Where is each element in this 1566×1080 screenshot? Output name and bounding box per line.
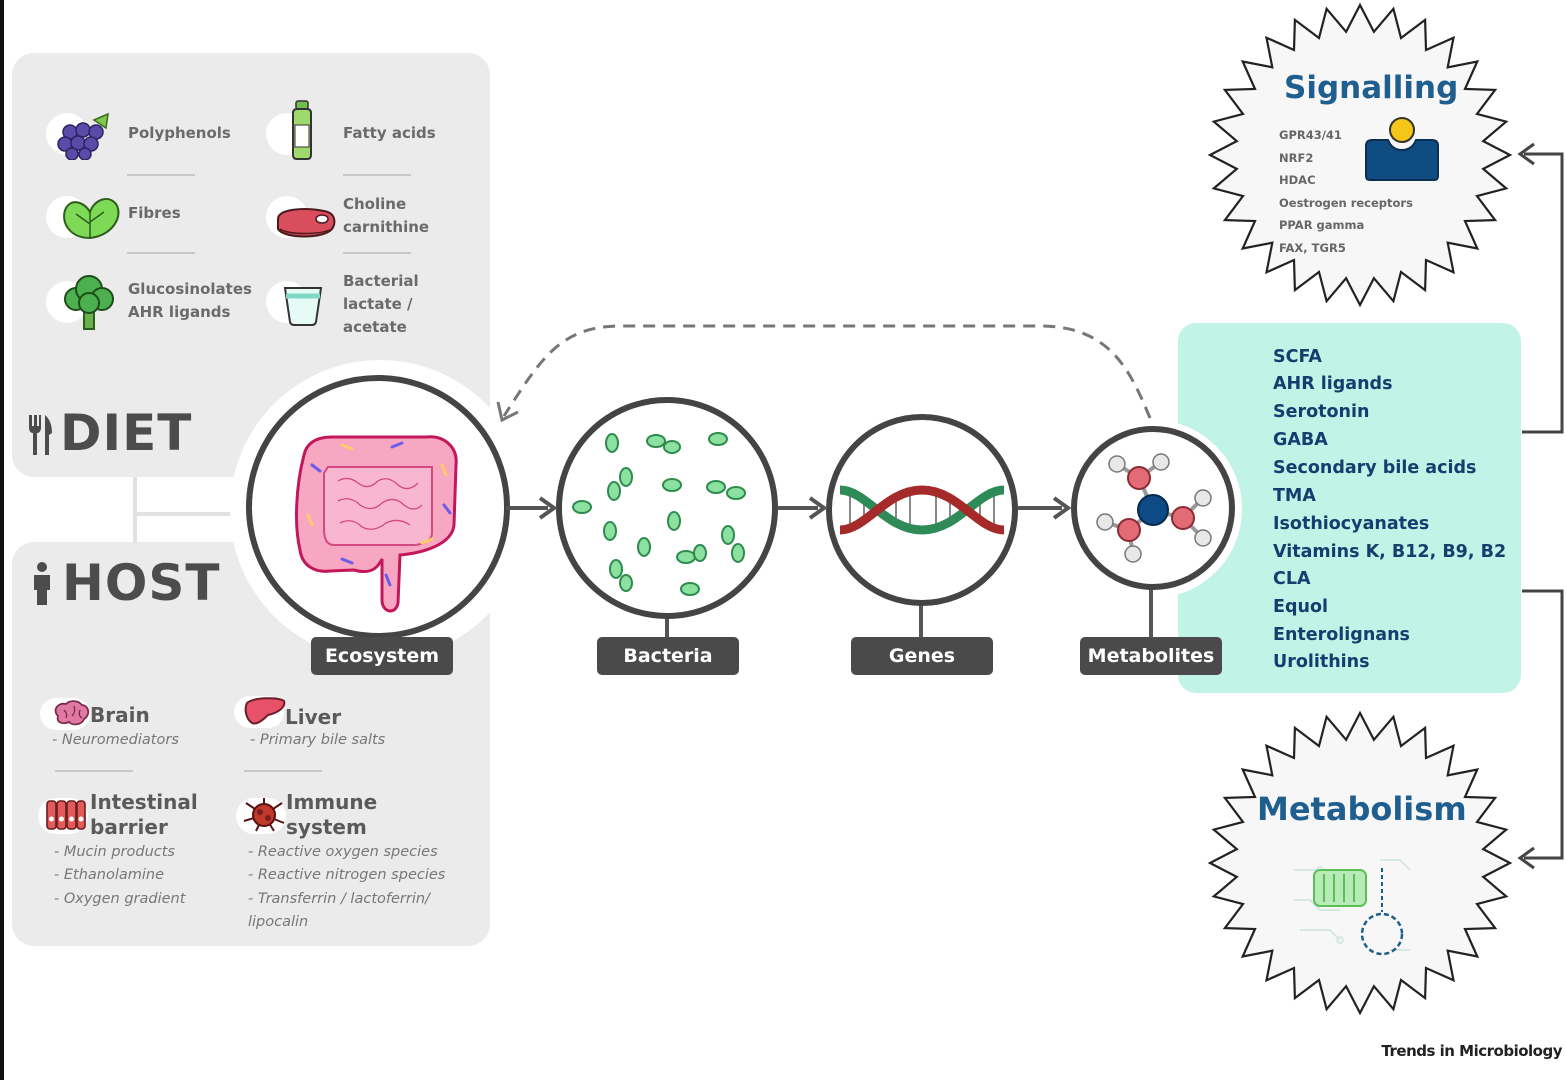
- receptor-icon: [1365, 117, 1439, 181]
- person-icon: [34, 562, 50, 605]
- bracket-arrows-icon: [1517, 142, 1564, 870]
- journal-credit: Trends in Microbiology: [1381, 1042, 1562, 1060]
- metabolite-item: GABA: [1273, 430, 1328, 450]
- signalling-item: NRF2: [1279, 151, 1314, 165]
- organ-item-brain-1: - Neuromediators: [52, 732, 179, 748]
- panel-connector: [133, 477, 137, 543]
- metabolite-item: Enterolignans: [1273, 625, 1410, 645]
- signalling-item: HDAC: [1279, 173, 1316, 187]
- metabolite-item: Equol: [1273, 597, 1328, 617]
- signalling-badge-icon: [1207, 2, 1513, 308]
- separator: [55, 770, 133, 772]
- immune-cell-icon: [243, 798, 285, 832]
- metabolite-item: CLA: [1273, 569, 1311, 589]
- separator: [127, 252, 195, 254]
- food-label-polyphenols: Polyphenols: [128, 124, 231, 142]
- metabolite-item: Secondary bile acids: [1273, 458, 1477, 478]
- metabolism-badge-icon: [1207, 710, 1513, 1016]
- separator: [244, 770, 322, 772]
- molecule-icon: [1096, 453, 1212, 563]
- organ-name-immune-line-2: system: [286, 815, 367, 839]
- organ-item-liver-1: - Primary bile salts: [250, 732, 386, 748]
- organ-name-intestinal-line-1: Intestinal: [90, 790, 198, 814]
- bacteria-icon: [572, 432, 746, 596]
- node-label-ecosystem: Ecosystem: [311, 637, 453, 675]
- dna-icon: [839, 485, 1005, 535]
- metabolite-item: SCFA: [1273, 347, 1322, 367]
- feedback-arrow-icon: [496, 324, 1152, 423]
- organ-name-intestinal-line-2: barrier: [90, 815, 168, 839]
- organ-item-intestinal-2: - Ethanolamine: [54, 867, 165, 883]
- organ-item-immune-4: lipocalin: [248, 914, 309, 930]
- separator: [127, 174, 195, 176]
- arrow-right-icon: [1018, 496, 1072, 520]
- left-edge: [0, 0, 4, 1080]
- arrow-right-icon: [778, 496, 828, 520]
- node-label-genes: Genes: [851, 637, 993, 675]
- food-label-bacterial-line-2: lactate /: [343, 295, 413, 313]
- liver-icon: [244, 697, 286, 725]
- food-label-fibres: Fibres: [128, 204, 181, 222]
- organ-item-immune-1: - Reactive oxygen species: [248, 844, 438, 860]
- organ-name-liver: Liver: [285, 705, 342, 729]
- signalling-item: PPAR gamma: [1279, 218, 1365, 232]
- fork-knife-icon: [29, 415, 52, 455]
- food-label-choline-line-2: carnithine: [343, 218, 430, 236]
- organ-item-intestinal-3: - Oxygen gradient: [54, 891, 186, 907]
- broccoli-icon: [64, 275, 114, 330]
- food-label-glucosinolates-line-1: Glucosinolates: [128, 280, 252, 298]
- node-label-metabolites: Metabolites: [1080, 637, 1222, 675]
- signalling-item: Oestrogen receptors: [1279, 196, 1413, 210]
- food-label-fatty-acids: Fatty acids: [343, 124, 436, 142]
- metabolite-item: Isothiocyanates: [1273, 514, 1430, 534]
- food-label-glucosinolates-line-2: AHR ligands: [128, 303, 231, 321]
- host-heading: HOST: [62, 554, 221, 612]
- metabolite-item: TMA: [1273, 486, 1316, 506]
- organ-item-immune-3: - Transferrin / lactoferrin/: [248, 891, 430, 907]
- food-label-choline-line-1: Choline: [343, 195, 407, 213]
- oil-bottle-icon: [292, 100, 312, 160]
- yogurt-icon: [283, 287, 323, 326]
- food-label-bacterial-line-3: acetate: [343, 318, 407, 336]
- organ-item-immune-2: - Reactive nitrogen species: [248, 867, 446, 883]
- signalling-title: Signalling: [1284, 70, 1459, 106]
- genes-circle: [826, 414, 1018, 606]
- signalling-item: FAX, TGR5: [1279, 241, 1346, 255]
- brain-icon: [54, 700, 90, 726]
- organ-name-immune-line-1: Immune: [286, 790, 378, 814]
- food-label-bacterial-line-1: Bacterial: [343, 272, 419, 290]
- separator: [343, 252, 411, 254]
- metabolism-title: Metabolism: [1257, 790, 1467, 828]
- diet-heading: DIET: [60, 404, 193, 462]
- metabolite-item: Vitamins K, B12, B9, B2: [1273, 542, 1507, 562]
- organ-item-intestinal-1: - Mucin products: [54, 844, 175, 860]
- organ-name-brain: Brain: [90, 703, 150, 727]
- metabolite-item: AHR ligands: [1273, 374, 1393, 394]
- grapes-icon: [57, 112, 109, 160]
- intestine-icon: [295, 435, 458, 613]
- separator: [343, 174, 411, 176]
- intestinal-cells-icon: [46, 800, 86, 830]
- stem: [919, 600, 923, 640]
- panel-connector-horizontal: [133, 512, 263, 516]
- signalling-item: GPR43/41: [1279, 128, 1342, 142]
- spinach-icon: [63, 197, 120, 240]
- metabolite-item: Serotonin: [1273, 402, 1370, 422]
- node-label-bacteria: Bacteria: [597, 637, 739, 675]
- metabolite-item: Urolithins: [1273, 652, 1370, 672]
- bacteria-circle: [556, 397, 778, 619]
- mitochondria-icon: [1294, 859, 1411, 956]
- stem: [1149, 585, 1153, 640]
- arrow-right-icon: [506, 496, 558, 520]
- meat-icon: [277, 208, 336, 238]
